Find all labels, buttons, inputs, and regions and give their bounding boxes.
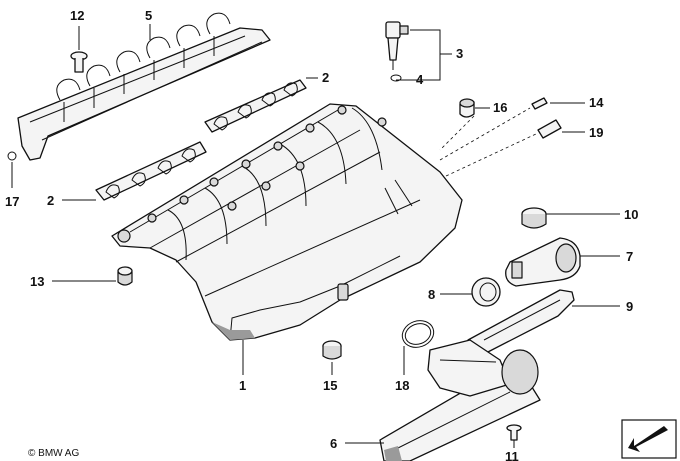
callout-1: 1 [239, 378, 246, 393]
callout-10: 10 [624, 207, 638, 222]
copyright-text: © BMW AG [28, 448, 79, 459]
callout-4: 4 [416, 72, 424, 87]
part-2-gasket-upper [204, 79, 307, 133]
callout-9: 9 [626, 299, 633, 314]
callout-18: 18 [395, 378, 409, 393]
callout-13: 13 [30, 274, 44, 289]
part-14-pin [531, 97, 548, 110]
callout-19: 19 [589, 125, 603, 140]
callout-11: 11 [505, 449, 519, 461]
callout-7: 7 [626, 249, 633, 264]
part-10-seal [521, 207, 547, 229]
part-18-oring [401, 320, 435, 348]
callout-17: 17 [5, 194, 19, 209]
callout-6: 6 [330, 436, 337, 451]
callout-5: 5 [145, 8, 152, 23]
part-19-sleeve [537, 119, 562, 139]
callout-labels: 12 5 3 4 2 16 14 19 17 2 10 7 13 8 9 1 1… [5, 8, 638, 461]
part-2-gasket-lower [95, 141, 207, 201]
callout-2-upper: 2 [322, 70, 329, 85]
part-16-plug [459, 98, 475, 118]
part-5-harness [17, 12, 271, 161]
callout-8: 8 [428, 287, 435, 302]
callout-15: 15 [323, 378, 337, 393]
part-11-screw [506, 424, 522, 441]
part-3-sensor [385, 21, 409, 70]
leader-lines [11, 24, 620, 448]
part-17-oring [7, 151, 17, 161]
part-6-housing [379, 339, 541, 461]
part-7-actuator [505, 237, 581, 287]
callout-14: 14 [589, 95, 604, 110]
callout-16: 16 [493, 100, 507, 115]
callout-2-lower: 2 [47, 193, 54, 208]
part-1-intake-manifold [111, 103, 463, 341]
part-8-ring [471, 277, 501, 307]
callout-3: 3 [456, 46, 463, 61]
orientation-arrow-icon [621, 419, 677, 459]
part-15-grommet [322, 340, 342, 360]
callout-12: 12 [70, 8, 84, 23]
part-13-cap [117, 266, 133, 286]
part-4-oring [390, 74, 402, 82]
part-12-bolt [70, 51, 88, 73]
